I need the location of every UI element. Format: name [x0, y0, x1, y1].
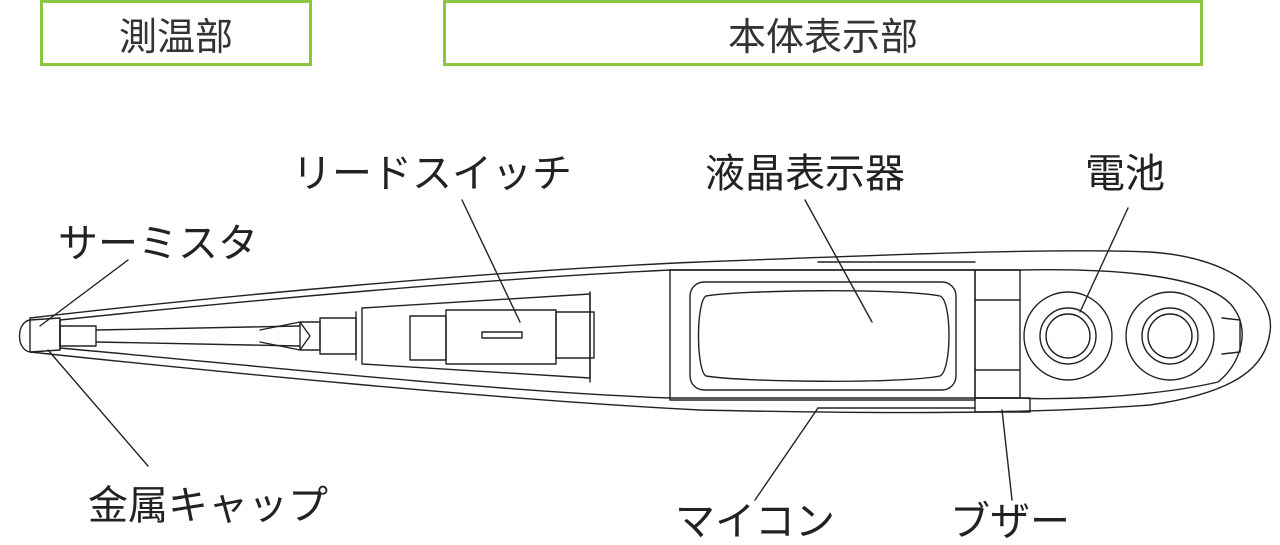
thermometer-outline: [29, 250, 1272, 414]
battery-2-outer: [1125, 291, 1215, 381]
label-thermistor: サーミスタ: [58, 221, 258, 267]
lcd-bezel: [689, 281, 957, 391]
end-clip: [1221, 317, 1241, 355]
sensor-section-text: 測温部: [118, 14, 233, 59]
label-reed-switch: リードスイッチ: [292, 151, 572, 197]
reed-switch-left: [409, 315, 447, 361]
probe-wire-top: [95, 325, 301, 331]
probe-connector: [319, 317, 357, 355]
body-section-text: 本体表示部: [727, 14, 918, 59]
leader-thermistor: [39, 259, 129, 327]
lcd-display: [697, 290, 950, 382]
leader-buzzer: [1001, 409, 1013, 501]
sensor-section-label: 測温部: [40, 0, 312, 66]
lcd-frame: [669, 269, 976, 401]
battery-1-core: [1045, 313, 1091, 359]
divider-block: [974, 269, 1021, 399]
label-battery: 電池: [1085, 151, 1165, 197]
leader-battery: [1079, 207, 1129, 313]
battery-1-inner: [1039, 307, 1097, 365]
leader-lcd: [804, 199, 873, 323]
leader-reed-switch: [461, 199, 521, 323]
leader-metal-cap: [47, 349, 149, 467]
label-microcontroller: マイコン: [675, 499, 835, 545]
label-lcd: 液晶表示器: [705, 151, 905, 197]
probe-wire-bottom: [95, 341, 301, 347]
probe-tip: [259, 321, 311, 351]
body-display-section-label: 本体表示部: [443, 0, 1203, 66]
label-buzzer: ブザー: [950, 499, 1070, 545]
metal-cap: [18, 317, 61, 353]
reed-contact: [481, 331, 523, 339]
battery-1-outer: [1023, 291, 1113, 381]
battery-2-inner: [1141, 307, 1199, 365]
reed-switch: [445, 309, 557, 365]
reed-switch-right: [555, 311, 595, 359]
leader-microcontroller: [754, 407, 819, 501]
probe-cap-inner: [59, 325, 97, 347]
battery-2-core: [1147, 313, 1193, 359]
label-metal-cap: 金属キャップ: [88, 483, 328, 529]
